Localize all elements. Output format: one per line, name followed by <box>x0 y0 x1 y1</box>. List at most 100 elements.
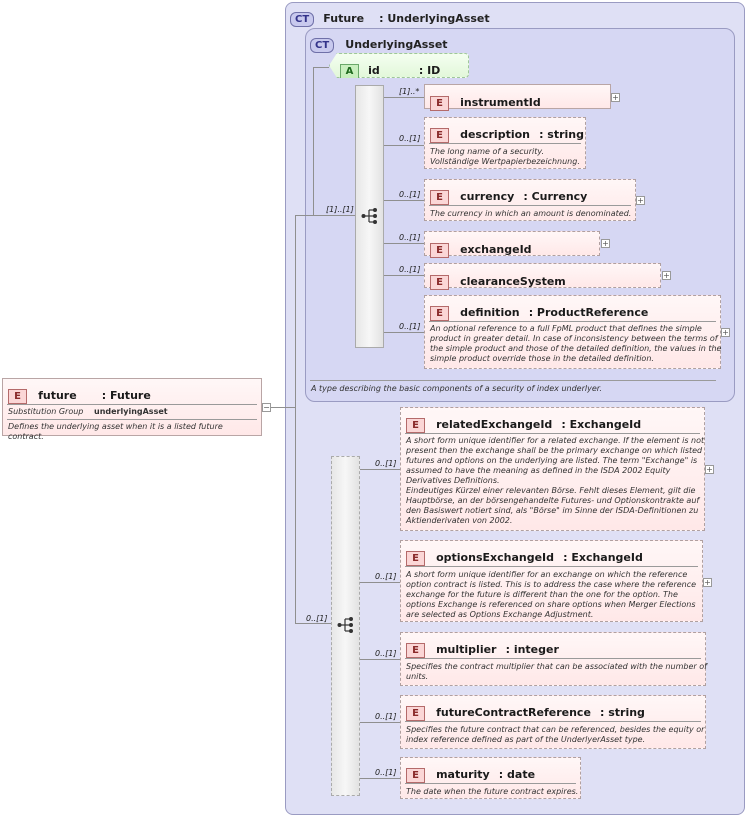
element-icon: E <box>430 128 449 143</box>
complex-type-base: : UnderlyingAsset <box>379 12 490 25</box>
doc-line: present then the exchange shall be the p… <box>406 446 703 455</box>
element-doc: The currency in which an amount is denom… <box>430 209 631 219</box>
element-exchangeId[interactable]: E exchangeId : ExchangeId <box>424 231 600 276</box>
element-icon: E <box>430 306 449 321</box>
doc-line: futures and options on the underlying ar… <box>406 456 698 465</box>
element-doc: A short form unique identifier for a rel… <box>406 436 704 526</box>
element-multiplier[interactable]: E multiplier : integer Specifies the con… <box>400 632 707 686</box>
plus-expand-icon[interactable]: − <box>262 403 271 412</box>
connector <box>313 67 314 216</box>
connector <box>384 243 424 244</box>
cardinality-label: 0..[1] <box>375 572 397 581</box>
element-icon: E <box>406 551 425 566</box>
substitution-group-label: Substitution Group <box>8 407 84 416</box>
element-name: definition <box>460 306 520 319</box>
divider <box>7 404 257 405</box>
element-doc: The date when the future contract expire… <box>406 787 578 797</box>
doc-line: Hauptbörse, an der börsengehandelte Futu… <box>406 496 700 505</box>
cardinality-label: 0..[1] <box>375 768 397 777</box>
doc-line: option contract is listed. This is to ad… <box>406 580 697 589</box>
attribute-type: : ID <box>418 64 441 77</box>
element-doc: Specifies the future contract that can b… <box>406 725 704 745</box>
element-relatedExchangeId[interactable]: E relatedExchangeId : ExchangeId A short… <box>400 407 705 531</box>
element-type: : string <box>600 706 645 719</box>
element-currency[interactable]: E currency : Currency The currency in wh… <box>424 179 636 221</box>
connector <box>313 67 329 68</box>
attribute-id[interactable]: A id : ID <box>329 53 469 78</box>
element-name: future <box>38 389 77 402</box>
element-description[interactable]: E description : string The long name of … <box>424 117 586 169</box>
connector <box>360 469 400 470</box>
plus-expand-icon[interactable]: + <box>611 93 620 102</box>
element-name: clearanceSystem <box>460 275 566 288</box>
plus-expand-icon[interactable]: + <box>636 196 645 205</box>
connector <box>295 215 355 216</box>
cardinality-label: 0..[1] <box>399 134 421 143</box>
ct-icon: CT <box>290 12 315 27</box>
divider <box>7 419 257 420</box>
plus-expand-icon[interactable]: + <box>662 271 671 280</box>
doc-line: Specifies the future contract that can b… <box>406 725 705 734</box>
divider <box>405 783 576 784</box>
element-type: : ExchangeId <box>561 418 642 431</box>
element-icon: E <box>406 706 425 721</box>
element-name: exchangeId <box>460 243 532 256</box>
plus-expand-icon[interactable]: + <box>601 239 610 248</box>
connector <box>360 659 400 660</box>
doc-line: exchange for the future is different tha… <box>406 590 678 599</box>
doc-line: Specifies the contract multiplier that c… <box>406 662 707 671</box>
element-name: multiplier <box>436 643 497 656</box>
doc-line: A short form unique identifier for a rel… <box>406 436 705 445</box>
element-maturity[interactable]: E maturity : date The date when the futu… <box>400 757 581 799</box>
element-icon: E <box>406 643 425 658</box>
element-type: : Currency <box>523 190 588 203</box>
doc-line: are selected as Options Exchange Adjustm… <box>406 610 594 619</box>
connector <box>271 407 295 408</box>
doc-line: A short form unique identifier for an ex… <box>406 570 688 579</box>
complex-type-underlying-asset-header: CT UnderlyingAsset <box>310 33 448 53</box>
doc-line: An optional reference to a full FpML pro… <box>430 324 702 333</box>
element-type: : string <box>539 128 585 141</box>
cardinality-label: 0..[1] <box>375 459 397 468</box>
element-icon: E <box>406 768 425 783</box>
element-name: optionsExchangeId <box>436 551 555 564</box>
cardinality-label: 0..[1] <box>399 265 421 274</box>
plus-expand-icon[interactable]: + <box>721 328 730 337</box>
plus-expand-icon[interactable]: + <box>703 578 712 587</box>
element-type: : integer <box>505 643 559 656</box>
element-clearanceSystem[interactable]: E clearanceSystem : ClearanceSystem <box>424 263 661 308</box>
element-icon: E <box>430 243 449 258</box>
sequence-compositor-icon <box>337 617 353 633</box>
doc-line: The long name of a security. <box>430 147 545 156</box>
connector <box>295 623 331 624</box>
doc-line: product in greater detail. In case of in… <box>430 334 718 343</box>
element-type: : Future <box>101 389 151 402</box>
element-optionsExchangeId[interactable]: E optionsExchangeId : ExchangeId A short… <box>400 540 703 622</box>
element-instrumentId[interactable]: E instrumentId : InstrumentId <box>424 84 611 129</box>
cardinality-label: 0..[1] <box>375 712 397 721</box>
doc-line: options Exchange is referenced on share … <box>406 600 696 609</box>
element-doc: A short form unique identifier for an ex… <box>406 570 696 620</box>
divider <box>429 143 581 144</box>
doc-line: The currency in which an amount is denom… <box>430 209 632 218</box>
connector <box>360 722 400 723</box>
element-name: relatedExchangeId <box>436 418 553 431</box>
divider <box>405 721 701 722</box>
element-type: : date <box>498 768 536 781</box>
doc-line: Aktienderivaten von 2002. <box>406 516 513 525</box>
element-name: futureContractReference <box>436 706 591 719</box>
element-futureContractReference[interactable]: E futureContractReference : string Speci… <box>400 695 706 749</box>
connector <box>295 215 296 623</box>
doc-line: assumed to have the meaning as defined i… <box>406 466 671 475</box>
element-icon: E <box>430 96 449 111</box>
element-name: description <box>460 128 530 141</box>
plus-expand-icon[interactable]: + <box>705 465 714 474</box>
doc-line: Derivatives Definitions. <box>406 476 500 485</box>
element-name: instrumentId <box>460 96 541 109</box>
connector <box>384 200 424 201</box>
sequence-compositor-icon <box>361 208 377 224</box>
element-definition[interactable]: E definition : ProductReference An optio… <box>424 295 721 369</box>
element-future[interactable]: E future : Future Substitution Group und… <box>2 378 262 441</box>
cardinality-label: 0..[1] <box>399 322 421 331</box>
doc-line: units. <box>406 672 429 681</box>
